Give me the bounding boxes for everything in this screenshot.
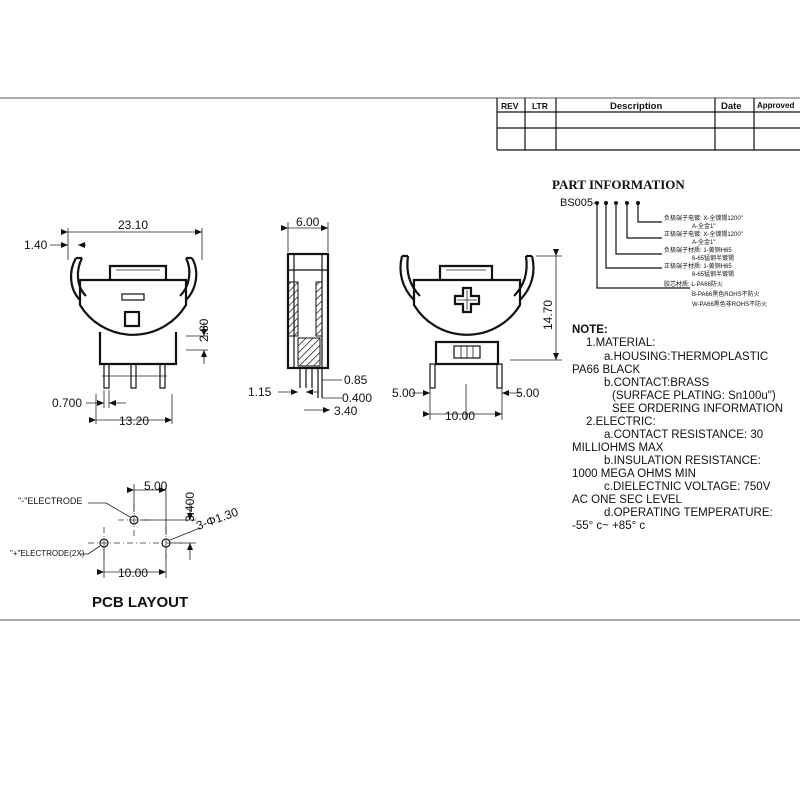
option-3: 正极端子电镀: X-全镀锡1200" bbox=[664, 230, 743, 238]
pcb-horiz-dim: 5.00 bbox=[144, 479, 168, 493]
note-line-15: -55° c~ +85° c bbox=[572, 520, 645, 532]
pcb-negative-label: "-"ELECTRODE bbox=[18, 496, 82, 506]
front-width-dim: 23.10 bbox=[118, 218, 148, 232]
note-line-14: d.OPERATING TEMPERATURE: bbox=[604, 507, 773, 519]
note-line-11: 1000 MEGA OHMS MIN bbox=[572, 468, 696, 480]
side-d3-dim: 3.40 bbox=[334, 404, 358, 418]
note-line-5: (SURFACE PLATING: Sn100u") bbox=[612, 390, 776, 402]
note-line-1: 1.MATERIAL: bbox=[586, 337, 655, 349]
front-height-dim: 2.80 bbox=[197, 318, 211, 342]
note-line-8: a.CONTACT RESISTANCE: 30 bbox=[604, 429, 763, 441]
notes-title: NOTE: bbox=[572, 324, 608, 336]
option-5: 负极端子材质: 1-黄铜H65 bbox=[664, 246, 732, 254]
front-view: 23.10 1.40 2.80 0.700 13.20 bbox=[24, 218, 211, 428]
sheet-frame bbox=[0, 97, 800, 621]
pcb-layout: "-"ELECTRODE "+"ELECTRODE(2X) 5.00 3.400… bbox=[10, 479, 240, 611]
note-line-3: PA66 BLACK bbox=[572, 364, 641, 376]
back-height-dim: 14.70 bbox=[541, 300, 555, 330]
note-line-4: b.CONTACT:BRASS bbox=[604, 377, 710, 389]
rev-header: REV bbox=[501, 101, 519, 111]
side-left-dim: 1.15 bbox=[248, 385, 272, 399]
side-d2-dim: 0.400 bbox=[342, 391, 372, 405]
note-line-13: AC ONE SEC LEVEL bbox=[572, 494, 683, 506]
option-7: 正极端子材质: 1-黄铜H65 bbox=[664, 262, 732, 270]
side-d1-dim: 0.85 bbox=[344, 373, 368, 387]
back-right-dim: 5.00 bbox=[516, 386, 540, 400]
note-line-2: a.HOUSING:THERMOPLASTIC bbox=[604, 351, 768, 363]
pcb-pitch-dim: 10.00 bbox=[118, 566, 148, 580]
part-information: PART INFORMATION BS005- 负极端子电镀: X-全镀锡120… bbox=[552, 177, 767, 308]
ltr-header: LTR bbox=[532, 101, 548, 111]
option-6: 6-65锰钢半镀锡 bbox=[692, 254, 734, 262]
note-line-9: MILLIOHMS MAX bbox=[572, 442, 664, 454]
option-4: A-全金1" bbox=[692, 238, 715, 246]
part-code: BS005- bbox=[560, 197, 597, 209]
option-11: W-PA66黑色非ROHS不防火 bbox=[692, 300, 767, 308]
side-top-dim: 6.00 bbox=[296, 215, 320, 229]
note-line-7: 2.ELECTRIC: bbox=[586, 416, 656, 428]
option-10: B-PA66黑色ROHS不防火 bbox=[692, 290, 760, 298]
note-line-12: c.DIELECTNIC VOLTAGE: 750V bbox=[604, 481, 771, 493]
back-view: 14.70 5.00 5.00 10.00 bbox=[392, 249, 562, 423]
approved-header: Approved bbox=[757, 101, 794, 110]
pcb-vert-dim: 3.400 bbox=[183, 492, 197, 522]
back-left-dim: 5.00 bbox=[392, 386, 416, 400]
description-header: Description bbox=[610, 101, 662, 112]
back-pitch-dim: 10.00 bbox=[445, 409, 475, 423]
option-9: 胶芯材质: L-PA66防火 bbox=[664, 280, 723, 288]
option-2: A-全金1" bbox=[692, 222, 715, 230]
pcb-hole-negative bbox=[129, 515, 139, 525]
side-view: 6.00 1.15 0.85 0.400 3.40 bbox=[248, 215, 372, 418]
revision-table: REV LTR Description Date Approved bbox=[496, 98, 800, 151]
pcb-layout-title: PCB LAYOUT bbox=[92, 594, 188, 611]
notes: NOTE: 1.MATERIAL: a.HOUSING:THERMOPLASTI… bbox=[572, 324, 783, 532]
front-pin-width-dim: 0.700 bbox=[52, 396, 82, 410]
front-pitch-dim: 13.20 bbox=[119, 414, 149, 428]
front-top-left-dim: 1.40 bbox=[24, 238, 48, 252]
pcb-hole-dim: 3-Φ1.30 bbox=[194, 505, 240, 533]
note-line-6: SEE ORDERING INFORMATION bbox=[612, 403, 783, 415]
date-header: Date bbox=[721, 101, 742, 112]
option-8: 6-65锰钢半镀锡 bbox=[692, 270, 734, 278]
option-1: 负极端子电镀: X-全镀锡1200" bbox=[664, 214, 743, 222]
note-line-10: b.INSULATION RESISTANCE: bbox=[604, 455, 761, 467]
pcb-positive-label: "+"ELECTRODE(2X) bbox=[10, 549, 85, 558]
part-info-title: PART INFORMATION bbox=[552, 177, 685, 192]
